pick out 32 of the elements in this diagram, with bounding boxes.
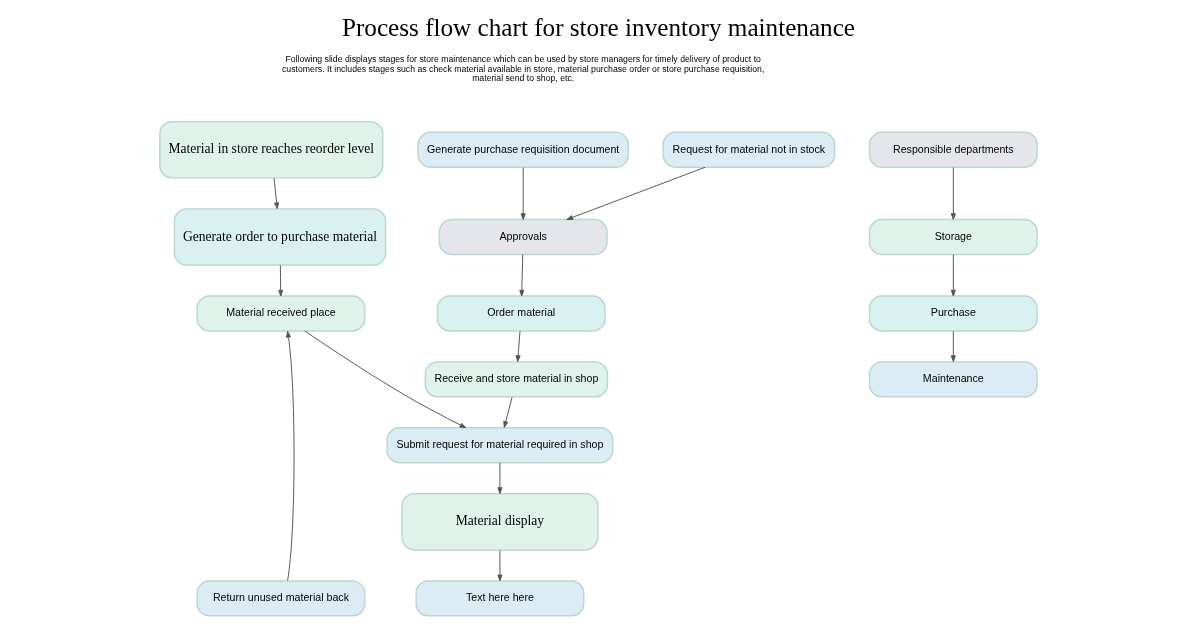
diagram-title: Process flow chart for store inventory maintenance — [341, 14, 855, 42]
node-box: Responsible departments — [868, 131, 1038, 168]
arrow — [277, 264, 283, 297]
arrow — [496, 462, 502, 494]
arrow — [502, 396, 513, 428]
arrow — [565, 166, 706, 220]
node-box: Request for material not in stock — [661, 131, 835, 168]
label: Following slide displays stages for store maintenance which can be used by store managers for timely delivery of product to customers. It includes stages such as check material available in store, material purchase order or store purchase requisition, material send to shop, etc. — [281, 53, 764, 84]
arrow — [518, 254, 524, 297]
arrow — [950, 330, 956, 362]
node-box: Storage — [868, 218, 1038, 256]
arrow — [496, 549, 502, 582]
arrow — [273, 177, 279, 210]
node-box: Receive and store material in shop — [424, 361, 608, 398]
node-box: Order material — [436, 295, 606, 332]
node-box: Material display — [400, 493, 598, 551]
arrow — [515, 330, 521, 362]
node-box: Submit request for material required in shop — [385, 427, 613, 464]
arrow — [303, 330, 466, 429]
node-box: Purchase — [868, 295, 1038, 332]
arrow — [950, 254, 956, 297]
node-box: Approvals — [438, 218, 608, 256]
node-box: Generate order to purchase material — [173, 208, 386, 266]
node-box: Generate purchase requisition document — [416, 131, 629, 168]
node-box: Return unused material back — [195, 580, 365, 617]
node-box: Maintenance — [868, 361, 1038, 398]
arrow — [950, 167, 956, 220]
node-box: Text here here — [414, 580, 584, 617]
arrow — [520, 167, 526, 220]
node-box: Material in store reaches reorder level — [158, 120, 383, 179]
arrow — [285, 330, 295, 582]
node-box: Material received place — [195, 295, 365, 332]
